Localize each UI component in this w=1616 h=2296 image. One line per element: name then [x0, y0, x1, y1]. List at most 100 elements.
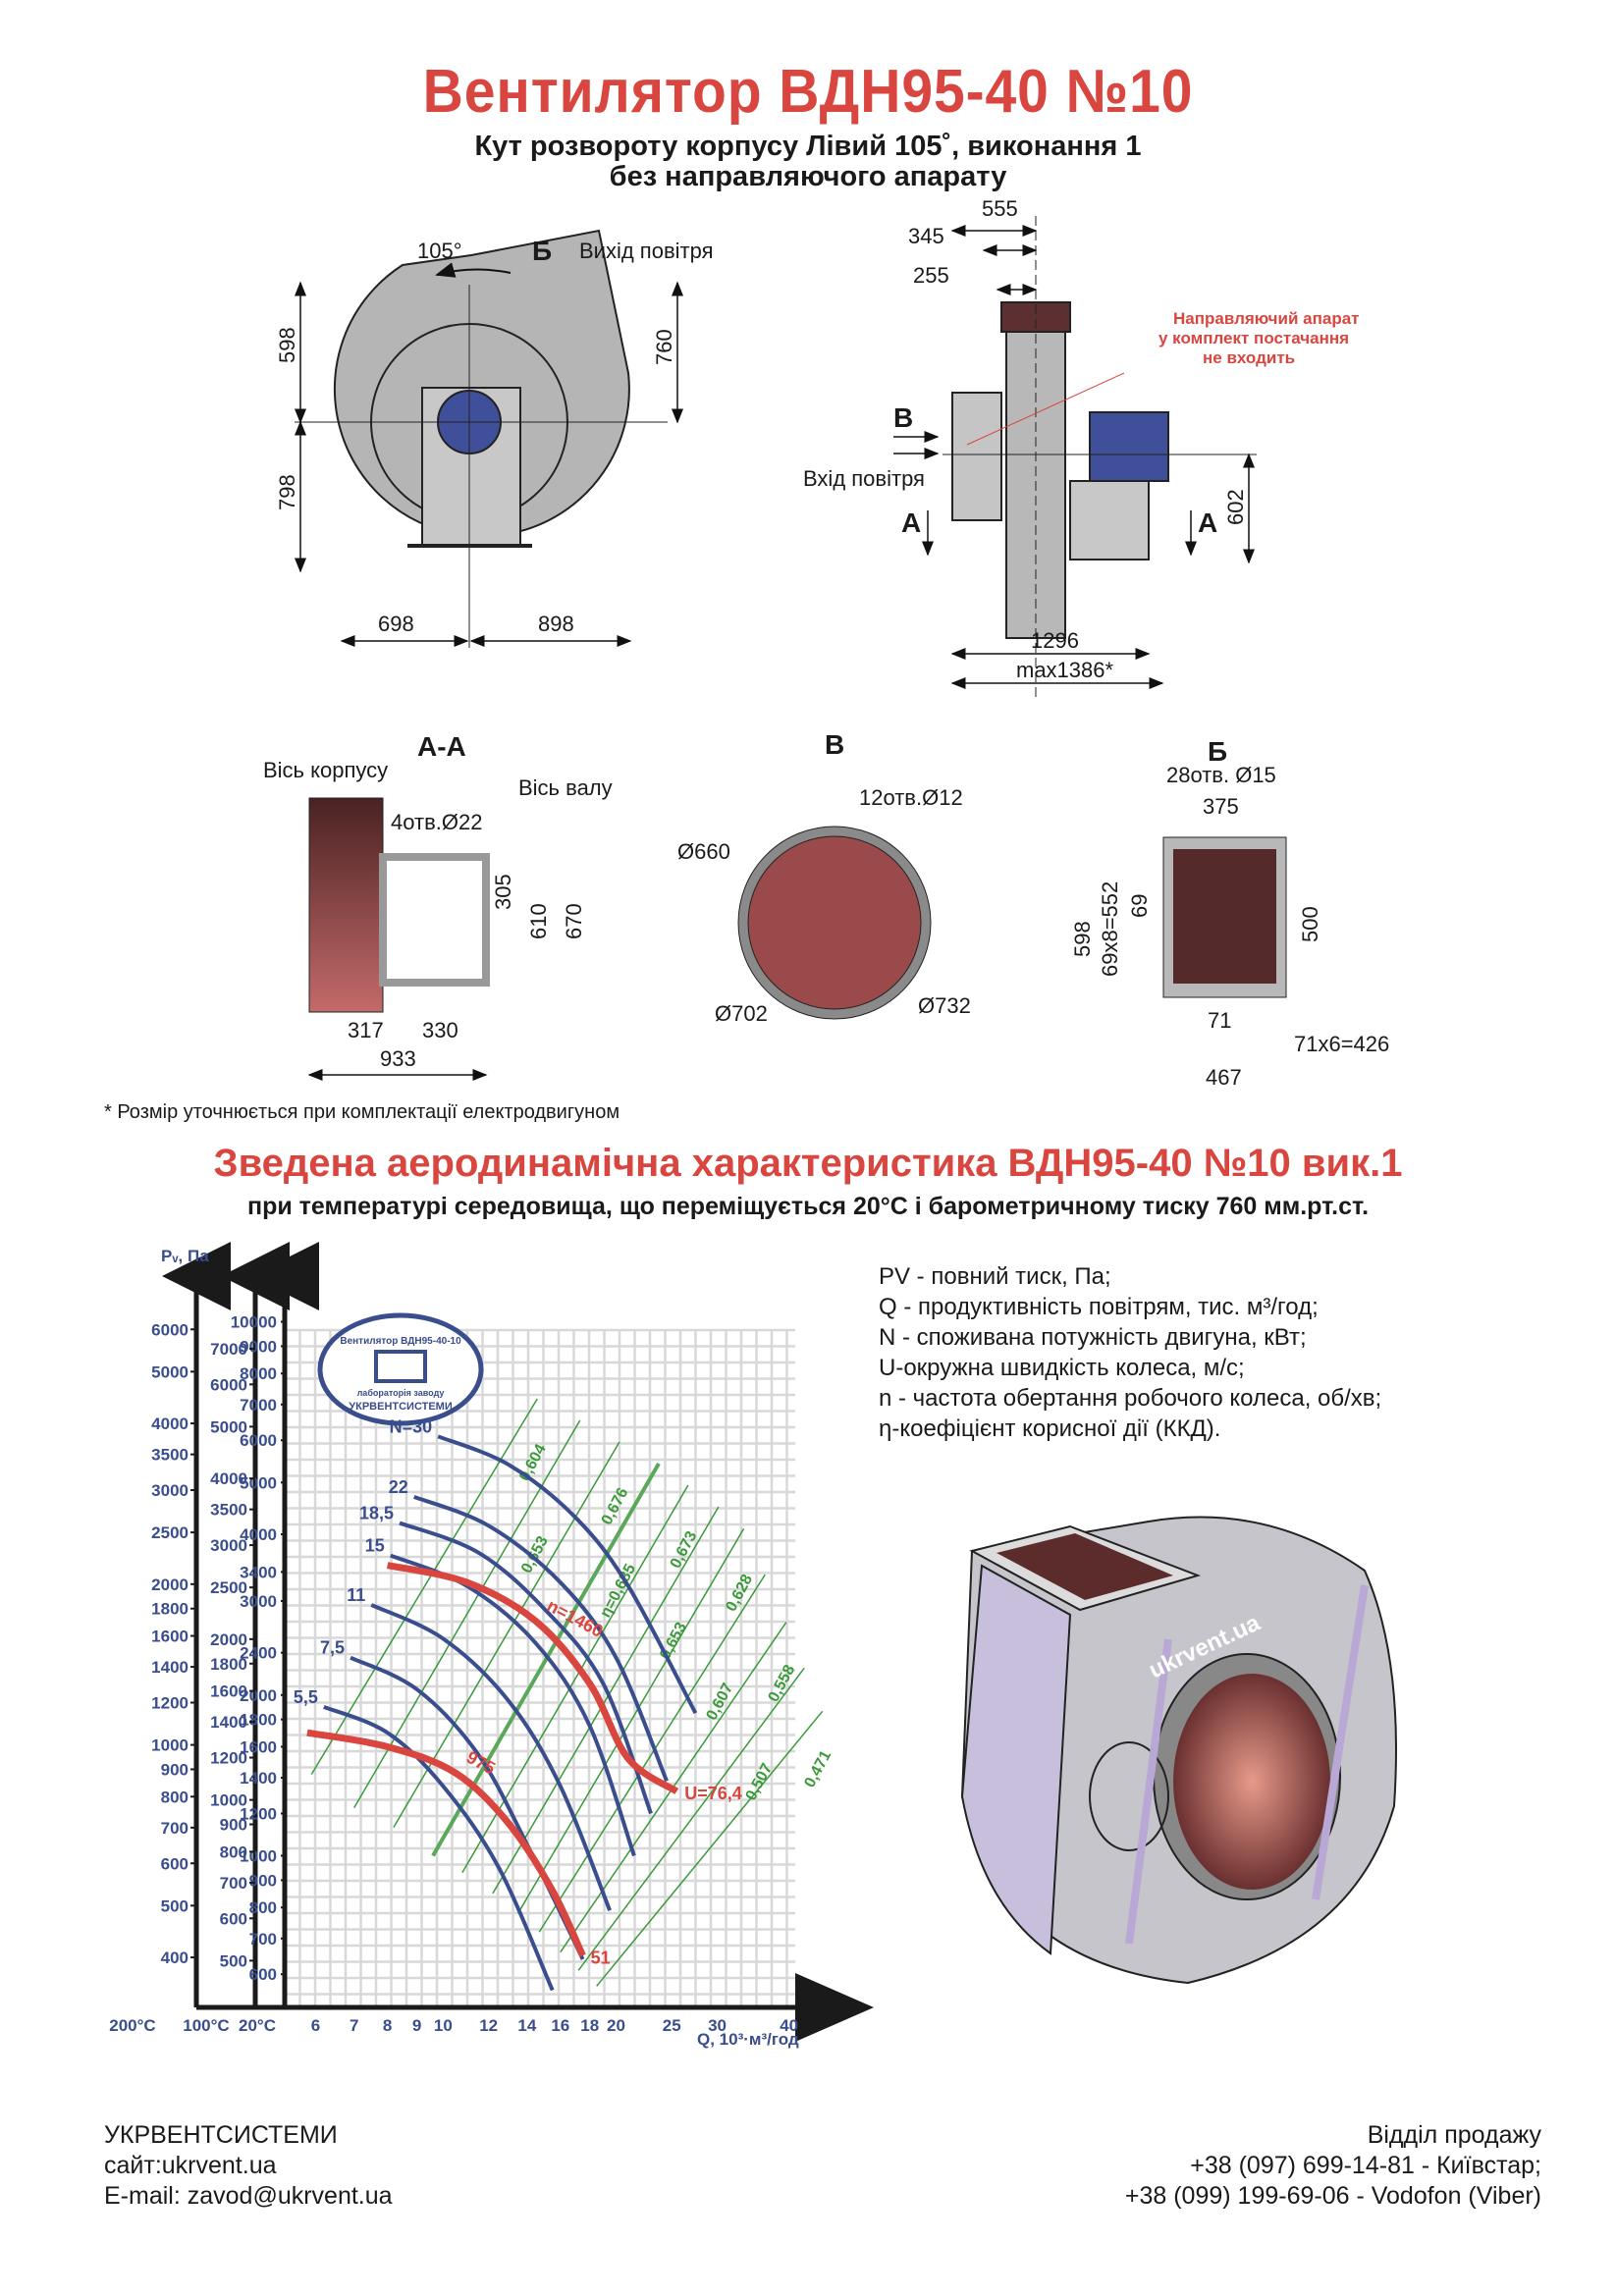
y-tick-label-100c: 1800	[210, 1655, 247, 1674]
inlet-label: Вхід повітря	[803, 466, 925, 491]
power-curve	[413, 1495, 669, 1783]
legend-n: N - споживана потужність двигуна, кВт;	[879, 1324, 1307, 1351]
temp-label: 100°C	[183, 2016, 229, 2035]
guide-note-line2: у комплект постачання	[1158, 329, 1349, 347]
sales-phone-1[interactable]: +38 (097) 699-14-81 - Київстар;	[1190, 2152, 1541, 2179]
y-tick-label-100c: 6000	[210, 1375, 247, 1394]
dim-330: 330	[422, 1018, 458, 1042]
section-mark-a-left: А	[901, 507, 921, 538]
dim-598: 598	[275, 327, 299, 363]
stamp-middle: лабораторія заводу	[357, 1388, 445, 1398]
power-curve-label: 5,5	[294, 1687, 318, 1707]
dim-602: 602	[1223, 489, 1248, 525]
dim-898: 898	[538, 612, 574, 636]
x-tick-label: 40	[780, 2016, 798, 2035]
dim-467: 467	[1206, 1065, 1242, 1090]
power-curve	[399, 1521, 653, 1815]
y-tick-label-20c: 4000	[240, 1525, 277, 1544]
y-tick-label-200c: 400	[161, 1949, 189, 1967]
section-aa-title: А-А	[417, 731, 466, 762]
y-tick-label-200c: 3000	[151, 1481, 189, 1500]
y-tick-label-100c: 1000	[210, 1791, 247, 1810]
view-b-drawing: Б 28отв. Ø15 375 598 69x8=552 69 500 71 …	[1070, 736, 1389, 1090]
dim-698: 698	[378, 612, 414, 636]
speed-curve	[306, 1729, 586, 1957]
legend-q: Q - продуктивність повітрям, тис. м³/год…	[879, 1294, 1319, 1320]
y-tick-label-100c: 600	[220, 1909, 247, 1928]
company-name: УКРВЕНТСИСТЕМИ	[104, 2121, 338, 2149]
y-tick-label-20c: 3400	[240, 1563, 277, 1581]
x-tick-label: 10	[434, 2016, 453, 2035]
dim-1296: 1296	[1031, 628, 1079, 653]
dim-426: 71x6=426	[1294, 1032, 1389, 1056]
y-tick-label-200c: 1400	[151, 1658, 189, 1677]
footer-sales-block: Відділ продажу +38 (097) 699-14-81 - Киї…	[1125, 2120, 1541, 2212]
x-tick-label: 16	[551, 2016, 569, 2035]
power-curve-label: 15	[365, 1536, 385, 1556]
y-tick-label-20c: 1400	[240, 1769, 277, 1788]
section-mark-b: Б	[532, 236, 552, 266]
y-tick-label-20c: 7000	[240, 1396, 277, 1415]
efficiency-line	[577, 1667, 805, 1971]
y-tick-label-200c: 1200	[151, 1694, 189, 1713]
y-tick-label-200c: 500	[161, 1896, 189, 1915]
y-tick-label-100c: 7000	[210, 1340, 247, 1359]
y-tick-label-200c: 6000	[151, 1320, 189, 1339]
power-curve-label: 7,5	[320, 1638, 345, 1658]
x-tick-label: 6	[311, 2016, 320, 2035]
dim-71: 71	[1208, 1008, 1231, 1033]
stamp-top: Вентилятор ВДН95-40-10	[340, 1336, 461, 1347]
efficiency-line	[538, 1574, 766, 1933]
efficiency-line	[492, 1506, 720, 1895]
company-site[interactable]: сайт:ukrvent.ua	[104, 2152, 277, 2179]
efficiency-label: 0,471	[801, 1748, 835, 1790]
power-curve-label: 22	[389, 1477, 408, 1497]
lab-stamp: Вентилятор ВДН95-40-10 лабораторія завод…	[317, 1312, 484, 1426]
y-tick-label-100c: 900	[220, 1816, 247, 1835]
y-tick-label-100c: 1200	[210, 1749, 247, 1768]
y-tick-label-20c: 800	[249, 1898, 277, 1917]
y-tick-label-20c: 8000	[240, 1364, 277, 1383]
y-tick-label-20c: 1200	[240, 1804, 277, 1823]
view-mark-v: В	[893, 402, 913, 433]
power-curve-label: N=30	[390, 1416, 433, 1436]
company-email[interactable]: E-mail: zavod@ukrvent.ua	[104, 2182, 393, 2210]
sales-phone-2[interactable]: +38 (099) 199-69-06 - Vodofon (Viber)	[1124, 2182, 1541, 2210]
x-tick-label: 25	[663, 2016, 681, 2035]
dim-345: 345	[908, 224, 944, 248]
y-tick-label-200c: 700	[161, 1819, 189, 1838]
fan-3d-illustration: ukrvent.ua	[960, 1516, 1397, 1985]
y-tick-label-200c: 2000	[151, 1575, 189, 1594]
stamp-bottom: УКРВЕНТСИСТЕМИ	[349, 1401, 453, 1413]
subtitle-line2: без направляючого апарату	[609, 161, 1007, 192]
y-tick-label-20c: 3000	[240, 1592, 277, 1611]
chart-subtitle: при температурі середовища, що переміщує…	[246, 1193, 1370, 1220]
x-tick-label: 7	[350, 2016, 358, 2035]
y-tick-label-200c: 1600	[151, 1628, 189, 1646]
section-aa-drawing: А-А Вісь корпусу Вісь валу 4отв.Ø22 305 …	[263, 731, 613, 1081]
legend-pv: PV - повний тиск, Па;	[879, 1263, 1111, 1290]
y-tick-label-200c: 900	[161, 1760, 189, 1779]
view-b-title: Б	[1208, 736, 1227, 767]
dim-317: 317	[348, 1018, 384, 1042]
dim-933: 933	[380, 1046, 416, 1071]
dim-d702: Ø702	[715, 1001, 768, 1026]
y-tick-label-100c: 700	[220, 1874, 247, 1893]
guide-note-line1: Направляючий апарат	[1173, 309, 1360, 328]
dim-d732: Ø732	[918, 993, 971, 1018]
legend-rpm: n - частота обертання робочого колеса, о…	[879, 1385, 1382, 1412]
y-tick-label-20c: 10000	[231, 1313, 277, 1332]
y-tick-label-200c: 600	[161, 1854, 189, 1873]
aero-chart: Вентилятор ВДН95-40-10 лабораторія завод…	[109, 1242, 874, 2049]
inlet-cone	[951, 392, 1002, 521]
guide-note-line3: не входить	[1203, 348, 1295, 367]
legend-list: PV - повний тиск, Па; Q - продуктивність…	[879, 1261, 1381, 1444]
dim-305: 305	[491, 874, 515, 910]
y-tick-label-200c: 800	[161, 1788, 189, 1806]
x-axis-label: Q, 10³·м³/год	[697, 2030, 799, 2049]
motor-side	[1089, 411, 1169, 482]
y-tick-label-100c: 800	[220, 1842, 247, 1861]
y-tick-label-100c: 3000	[210, 1536, 247, 1555]
view-v-title: В	[825, 729, 844, 760]
y-tick-label-20c: 5000	[240, 1473, 277, 1492]
